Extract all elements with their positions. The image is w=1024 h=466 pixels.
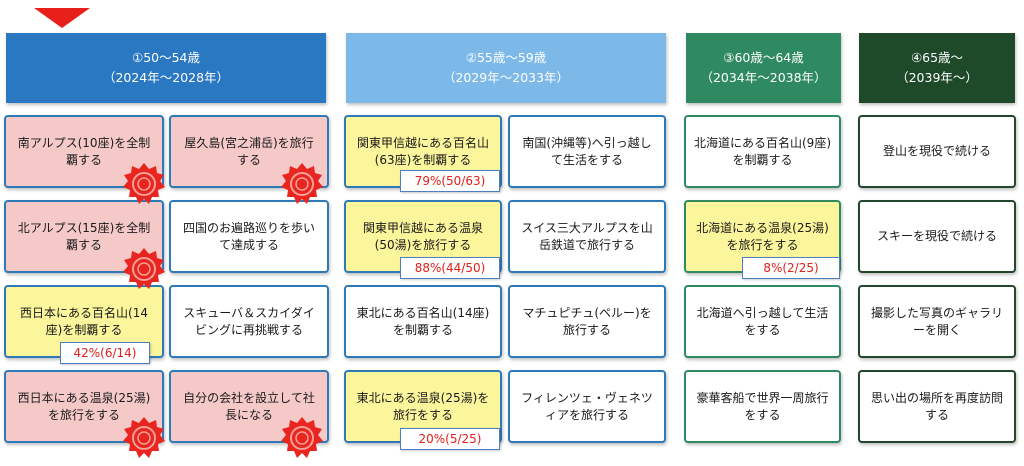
completed-seal-icon <box>281 417 323 458</box>
goal-card[interactable]: 西日本にある温泉(25湯)を旅行をする <box>4 370 164 443</box>
completed-seal-icon <box>123 163 165 204</box>
goal-text: 北アルプス(15座)を全制覇する <box>17 220 151 252</box>
goal-text: スイス三大アルプスを山岳鉄道で旅行する <box>521 220 653 252</box>
goal-text: 北海道へ引っ越して生活をする <box>696 305 829 337</box>
goal-card[interactable]: 思い出の場所を再度訪問する <box>858 370 1016 443</box>
period-header-1-age: ①50～54歳 <box>131 50 201 65</box>
period-header-3-years: （2034年～2038年） <box>700 70 827 85</box>
period-header-1-years: （2024年～2028年） <box>102 70 230 85</box>
goal-card[interactable]: 登山を現役で続ける <box>858 115 1016 188</box>
goal-text: 登山を現役で続ける <box>882 144 991 158</box>
goal-card[interactable]: 四国のお遍路巡りを歩いて達成する <box>169 200 329 273</box>
goal-text: 屋久島(宮之浦岳)を旅行する <box>184 135 314 167</box>
goal-card[interactable]: スキーを現役で続ける <box>858 200 1016 273</box>
goal-text: 自分の会社を設立して社長になる <box>183 390 315 422</box>
goal-text: 思い出の場所を再度訪問する <box>870 390 1003 422</box>
goal-text: 南アルプス(10座)を全制覇する <box>17 135 151 167</box>
period-header-1: ①50～54歳 （2024年～2028年） <box>6 33 326 103</box>
period-header-2-age: ②55歳～59歳 <box>465 50 547 65</box>
goal-card[interactable]: フィレンツェ・ヴェネツィアを旅行する <box>508 370 666 443</box>
goal-text: スキーを現役で続ける <box>876 229 997 243</box>
goal-text: 北海道にある温泉(25湯)を旅行をする <box>696 220 829 252</box>
goal-text: 北海道にある百名山(9座)を制覇する <box>694 135 831 167</box>
period-header-3: ③60歳～64歳 （2034年～2038年） <box>686 33 841 103</box>
period-header-3-age: ③60歳～64歳 <box>723 50 804 65</box>
goal-text: 西日本にある温泉(25湯)を旅行をする <box>17 390 151 422</box>
goal-text: 関東甲信越にある百名山(63座)を制覇する <box>356 135 489 167</box>
period-header-2: ②55歳～59歳 （2029年～2033年） <box>346 33 666 103</box>
goal-card[interactable]: 北海道にある百名山(9座)を制覇する <box>684 115 841 188</box>
goal-card[interactable]: マチュピチュ(ペルー)を旅行する <box>508 285 666 358</box>
completed-seal-icon <box>123 417 165 458</box>
progress-badge: 42%(6/14) <box>60 342 150 364</box>
goal-card[interactable]: 撮影した写真のギャラリーを開く <box>858 285 1016 358</box>
goal-card[interactable]: 東北にある百名山(14座)を制覇する <box>344 285 502 358</box>
goal-text: スキューバ＆スカイダイビングに再挑戦する <box>183 305 315 337</box>
goal-card[interactable]: 北アルプス(15座)を全制覇する <box>4 200 164 273</box>
goal-card[interactable]: 南アルプス(10座)を全制覇する <box>4 115 164 188</box>
current-period-marker <box>34 8 90 28</box>
period-header-4-age: ④65歳～ <box>910 50 964 65</box>
goal-card[interactable]: 豪華客船で世界一周旅行をする <box>684 370 841 443</box>
goal-text: 豪華客船で世界一周旅行をする <box>696 390 829 422</box>
period-header-4-years: （2039年～） <box>896 70 978 85</box>
progress-badge: 8%(2/25) <box>742 257 840 279</box>
goal-card[interactable]: 南国(沖縄等)へ引っ越して生活をする <box>508 115 666 188</box>
goal-card[interactable]: 北海道へ引っ越して生活をする <box>684 285 841 358</box>
goal-text: マチュピチュ(ペルー)を旅行する <box>522 305 652 337</box>
goal-text: 南国(沖縄等)へ引っ越して生活をする <box>522 135 652 167</box>
goal-text: 関東甲信越にある温泉(50湯)を旅行する <box>362 220 483 252</box>
goal-text: フィレンツェ・ヴェネツィアを旅行する <box>521 390 653 422</box>
completed-seal-icon <box>281 163 323 204</box>
progress-badge: 20%(5/25) <box>400 428 500 450</box>
progress-badge: 88%(44/50) <box>400 257 500 279</box>
progress-badge: 79%(50/63) <box>400 170 500 192</box>
goal-card[interactable]: スイス三大アルプスを山岳鉄道で旅行する <box>508 200 666 273</box>
goal-text: 東北にある温泉(25湯)を旅行をする <box>356 390 490 422</box>
goal-text: 撮影した写真のギャラリーを開く <box>870 305 1003 337</box>
period-header-2-years: （2029年～2033年） <box>442 70 570 85</box>
goal-text: 東北にある百名山(14座)を制覇する <box>356 305 490 337</box>
goal-text: 西日本にある百名山(14座)を制覇する <box>20 305 148 337</box>
goal-text: 四国のお遍路巡りを歩いて達成する <box>182 220 315 252</box>
goal-card[interactable]: スキューバ＆スカイダイビングに再挑戦する <box>169 285 329 358</box>
period-header-4: ④65歳～ （2039年～） <box>859 33 1015 103</box>
completed-seal-icon <box>123 248 165 289</box>
